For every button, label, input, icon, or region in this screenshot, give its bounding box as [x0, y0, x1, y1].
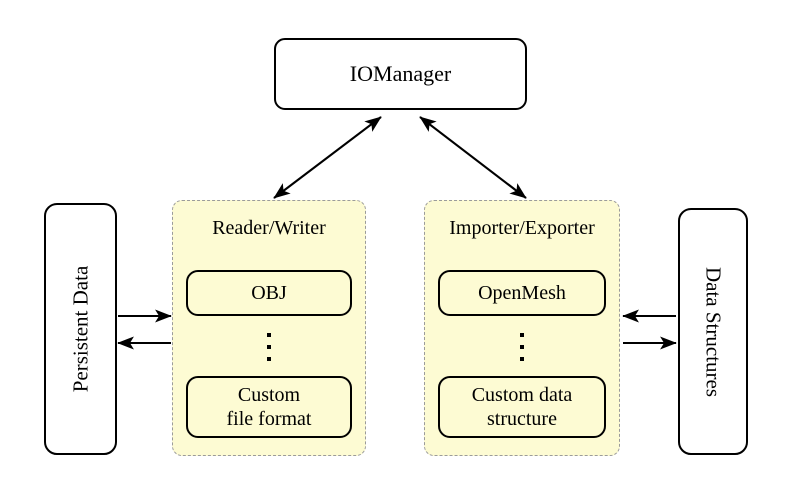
item-openmesh: OpenMesh — [438, 270, 606, 316]
item-obj: OBJ — [186, 270, 352, 316]
node-persistent-data-label: Persistent Data — [68, 265, 92, 393]
ellipsis-dot — [267, 357, 271, 361]
node-data-structures-label: Data Structures — [701, 266, 726, 397]
item-custom-data-structure: Custom data structure — [438, 376, 606, 438]
item-custom-data-structure-line2: structure — [487, 408, 557, 430]
node-iomanager: IOManager — [274, 38, 527, 110]
arrow-iomanager-importer-exporter — [419, 116, 527, 199]
item-custom-file-format-label: Custom file format — [227, 383, 312, 431]
item-custom-file-format-line2: file format — [226, 408, 312, 430]
ellipsis-importer-exporter — [515, 333, 529, 361]
item-custom-data-structure-line1: Custom data — [471, 384, 573, 406]
node-data-structures: Data Structures — [678, 208, 748, 455]
group-importer-exporter-title: Importer/Exporter — [449, 217, 595, 239]
ellipsis-dot — [267, 345, 271, 349]
item-custom-data-structure-label: Custom data structure — [472, 383, 573, 431]
item-custom-file-format-line1: Custom — [237, 384, 301, 406]
ellipsis-dot — [267, 333, 271, 337]
ellipsis-dot — [520, 357, 524, 361]
node-iomanager-label: IOManager — [349, 61, 452, 87]
node-persistent-data: Persistent Data — [44, 203, 117, 455]
item-openmesh-label: OpenMesh — [478, 282, 566, 304]
ellipsis-dot — [520, 333, 524, 337]
ellipsis-reader-writer — [262, 333, 276, 361]
arrow-iomanager-reader-writer — [273, 116, 382, 199]
ellipsis-dot — [520, 345, 524, 349]
item-custom-file-format: Custom file format — [186, 376, 352, 438]
item-obj-label: OBJ — [251, 282, 287, 304]
group-reader-writer-title: Reader/Writer — [212, 217, 326, 239]
